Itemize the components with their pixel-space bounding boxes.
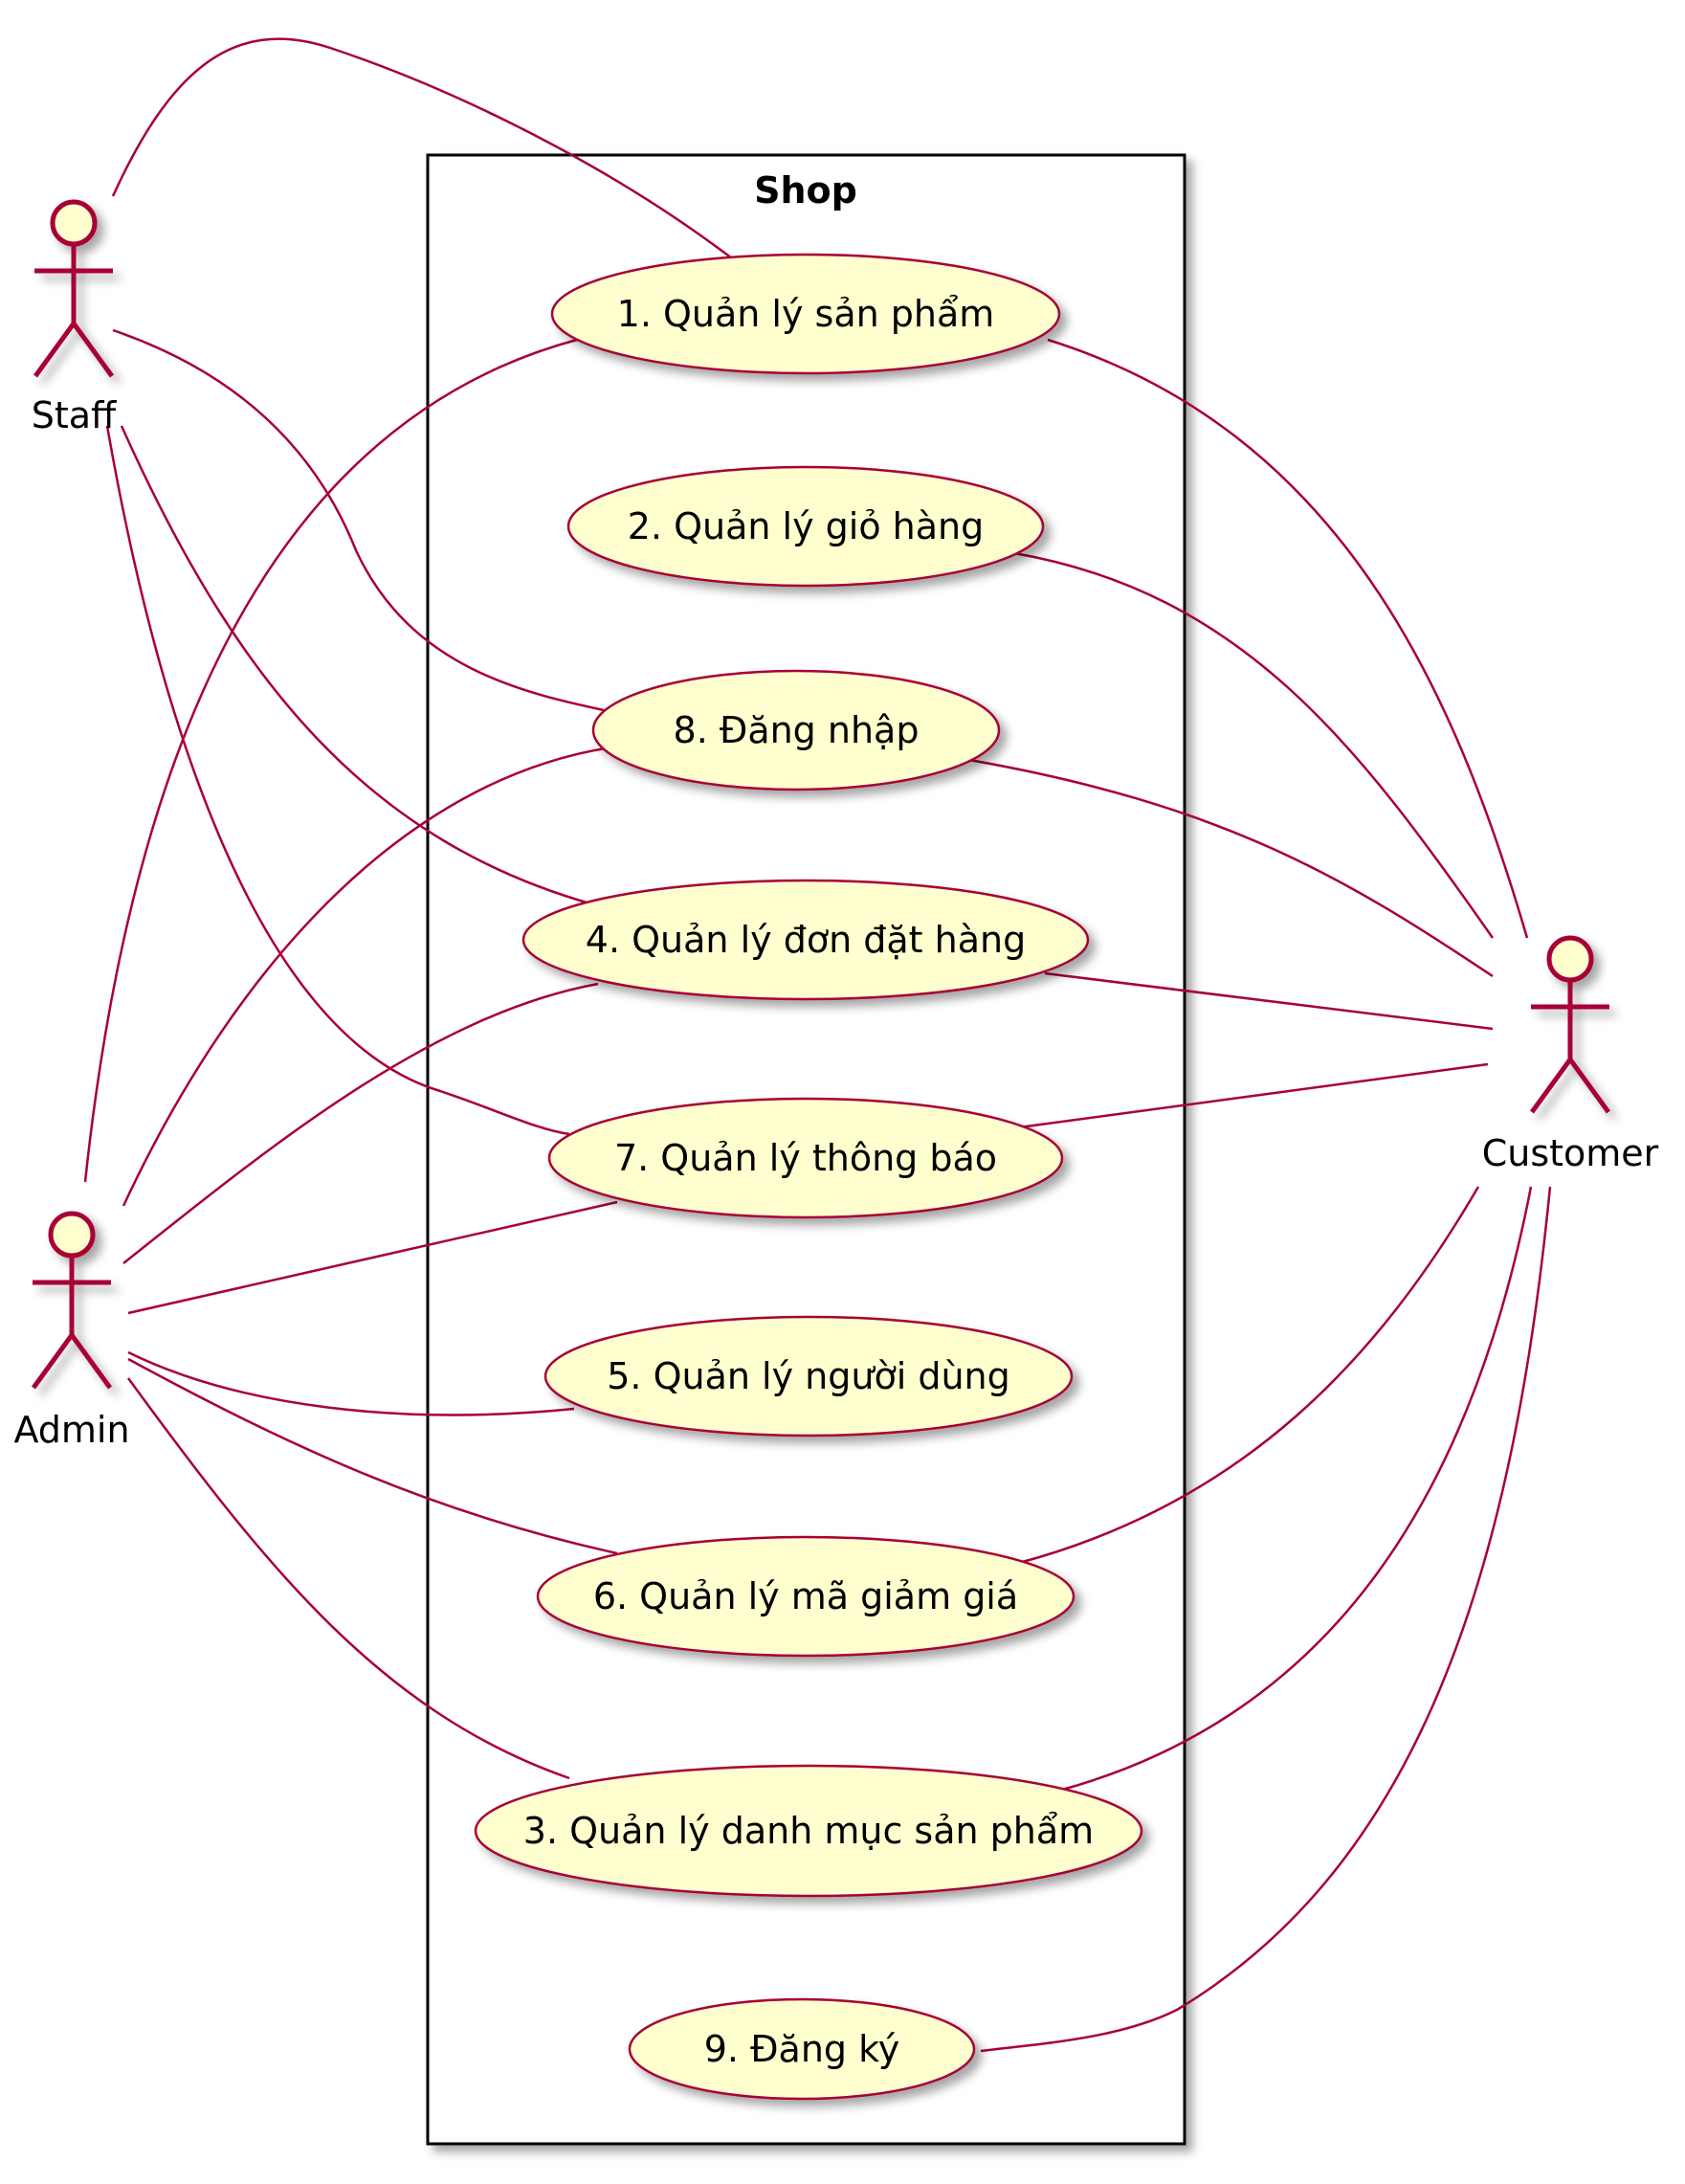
assoc-staff-uc8 [112,328,618,715]
usecase-5[interactable]: 5. Quản lý người dùng [543,1315,1074,1437]
assoc-staff-uc1 [111,37,733,259]
usecase-8[interactable]: 8. Đăng nhập [591,669,1001,791]
associations [83,37,1552,2053]
assoc-admin-uc3 [126,1377,570,1780]
usecase-1[interactable]: 1. Quản lý sản phẩm [550,253,1061,375]
usecase-5-label: 5. Quản lý người dùng [607,1355,1010,1397]
usecase-7[interactable]: 7. Quản lý thông báo [547,1097,1064,1219]
assoc-customer-uc7 [1018,1062,1489,1129]
actor-admin-label: Admin [13,1409,129,1451]
assoc-admin-uc8 [122,745,618,1207]
assoc-admin-uc4 [122,982,599,1264]
usecase-4[interactable]: 4. Quản lý đơn đặt hàng [521,879,1090,1001]
assoc-customer-uc2 [1013,551,1495,939]
assoc-customer-uc4 [1044,971,1494,1031]
actor-staff-label: Staff [32,394,117,436]
assoc-customer-uc9 [980,1186,1552,2053]
actor-customer-label: Customer [1482,1132,1659,1174]
usecase-1-label: 1. Quản lý sản phẩm [617,293,995,335]
assoc-customer-uc8 [963,757,1494,978]
system-title: Shop [754,169,857,212]
usecase-2[interactable]: 2. Quản lý giỏ hàng [566,465,1045,588]
assoc-admin-uc6 [127,1357,618,1555]
actor-staff[interactable]: Staff [32,199,117,436]
usecase-6-label: 6. Quản lý mã giảm giá [593,1575,1018,1617]
assoc-staff-uc4 [120,425,594,906]
assoc-staff-uc7 [105,425,570,1136]
use-cases: 1. Quản lý sản phẩm 2. Quản lý giỏ hàng … [474,253,1143,2101]
usecase-6[interactable]: 6. Quản lý mã giảm giá [536,1535,1075,1658]
usecase-3[interactable]: 3. Quản lý danh mục sản phẩm [474,1764,1143,1898]
usecase-9-label: 9. Đăng ký [704,2028,900,2070]
assoc-admin-uc1 [83,338,578,1183]
assoc-customer-uc1 [1047,338,1529,939]
actor-customer[interactable]: Customer [1482,935,1659,1174]
usecase-7-label: 7. Quản lý thông báo [614,1137,997,1179]
usecase-2-label: 2. Quản lý giỏ hàng [628,505,985,547]
usecase-4-label: 4. Quản lý đơn đặt hàng [586,919,1026,961]
assoc-customer-uc3 [1061,1186,1533,1792]
assoc-customer-uc6 [1018,1186,1480,1565]
usecase-3-label: 3. Quản lý danh mục sản phẩm [523,1810,1094,1852]
usecase-8-label: 8. Đăng nhập [674,709,920,751]
usecase-9[interactable]: 9. Đăng ký [628,1997,976,2101]
actor-admin[interactable]: Admin [13,1211,130,1451]
assoc-admin-uc5 [127,1350,575,1416]
assoc-admin-uc7 [127,1200,618,1315]
